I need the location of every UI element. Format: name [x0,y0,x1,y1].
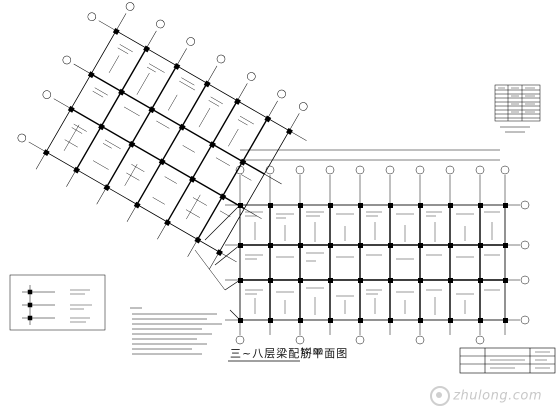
rotated-wing [17,2,308,270]
straight-annotations [245,211,500,315]
watermark-text: zhulong.com [453,388,542,404]
straight-wing-outline [239,204,506,321]
wing-connection [194,204,241,321]
title-block [459,347,556,374]
plan-scale: 1:100 [300,347,324,356]
straight-columns [238,203,508,323]
notes-block [130,307,222,355]
wing-beams [70,47,269,240]
wing-columns [42,27,293,257]
straight-axis-bubbles [235,165,530,345]
wing-outline [45,30,290,253]
plan-title: 三~八层梁配筋平面图 [230,347,349,360]
zhulong-logo-icon [430,386,451,406]
watermark: zhulong.com [430,386,542,406]
straight-wing [225,149,530,345]
wing-axis-bubbles [17,2,308,143]
schedule-table [494,84,541,133]
straight-beams [240,205,505,320]
legend-box [9,274,106,331]
wing-axis-lines [28,13,307,270]
wing-annotations [63,44,254,220]
